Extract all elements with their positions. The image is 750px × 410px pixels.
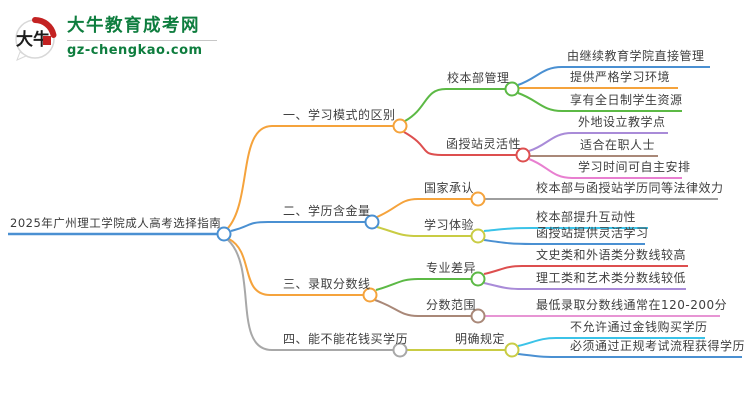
node-handle-b1-child2[interactable] <box>515 147 531 163</box>
connector-leaf-rule1 <box>517 337 705 347</box>
site-logo[interactable]: 大牛 大牛教育成考网 gz-chengkao.com <box>10 14 217 64</box>
connector-leaf-major1 <box>483 265 688 275</box>
root-node-label[interactable]: 2025年广州理工学院成人高考选择指南 <box>10 216 222 230</box>
node-handle-branch2[interactable] <box>364 214 380 230</box>
connector-b2-child1 <box>376 198 471 218</box>
connector-b2-child2 <box>376 226 471 237</box>
leaf-label[interactable]: 校本部与函授站学历同等法律效力 <box>536 181 724 195</box>
leaf-label[interactable]: 学习时间可自主安排 <box>578 160 691 174</box>
leaf-label[interactable]: 理工类和艺术类分数线较低 <box>536 271 687 285</box>
branch3-child2-label[interactable]: 分数范围 <box>426 298 477 312</box>
leaf-label[interactable]: 函授站提供灵活学习 <box>536 226 649 240</box>
leaf-label[interactable]: 校本部提升互动性 <box>536 210 637 224</box>
leaf-label[interactable]: 文史类和外语类分数线较高 <box>536 248 687 262</box>
connector-b3-child2 <box>374 299 471 317</box>
branch2-child2-label[interactable]: 学习体验 <box>424 218 475 232</box>
connector-leaf-flex3 <box>528 158 682 179</box>
node-handle-b3-child1[interactable] <box>470 271 486 287</box>
branch1-label[interactable]: 一、学习模式的区别 <box>283 108 396 122</box>
leaf-label[interactable]: 外地设立教学点 <box>578 115 666 129</box>
connector-branch3 <box>228 238 363 296</box>
connector-leaf-manage3 <box>517 92 682 112</box>
leaf-label[interactable]: 不允许通过金钱购买学历 <box>570 320 708 334</box>
connector-leaf-flex1 <box>528 132 668 152</box>
node-handle-branch4[interactable] <box>392 342 408 358</box>
connector-b1-child2 <box>403 131 516 156</box>
node-handle-b2-child2[interactable] <box>470 228 486 244</box>
site-name: 大牛教育成考网 <box>67 16 200 36</box>
branch4-label[interactable]: 四、能不能花钱买学历 <box>283 332 409 346</box>
branch1-child1-label[interactable]: 校本部管理 <box>447 71 510 85</box>
branch2-label[interactable]: 二、学历含金量 <box>283 204 371 218</box>
branch3-label[interactable]: 三、录取分数线 <box>283 277 371 291</box>
connector-leaf-major2 <box>483 282 686 290</box>
node-handle-root[interactable] <box>216 226 232 242</box>
leaf-label[interactable]: 由继续教育学院直接管理 <box>567 49 705 63</box>
connector-leaf-rule2 <box>517 353 742 358</box>
leaf-label[interactable]: 适合在职人士 <box>580 138 656 152</box>
leaf-label[interactable]: 享有全日制学生资源 <box>570 93 683 107</box>
leaf-label[interactable]: 最低录取分数线通常在120-200分 <box>536 298 728 312</box>
connector-branch2 <box>230 221 365 232</box>
node-handle-b2-child1[interactable] <box>470 191 486 207</box>
connector-leaf-manage1 <box>517 66 710 86</box>
node-handle-b3-child2[interactable] <box>470 308 486 324</box>
leaf-label[interactable]: 必须通过正规考试流程获得学历 <box>570 339 746 353</box>
logo-bull-icon-svg: 大牛 <box>15 17 57 61</box>
site-domain: gz-chengkao.com <box>67 43 203 58</box>
logo-bull-icon: 大牛 <box>10 14 60 64</box>
connector-b3-child1 <box>375 278 471 291</box>
connector-branch4 <box>227 239 393 351</box>
connector-branch1 <box>227 125 393 229</box>
connector-leaf-exp1 <box>483 227 648 232</box>
node-handle-branch1[interactable] <box>392 118 408 134</box>
node-handle-branch3[interactable] <box>362 287 378 303</box>
connector-b1-child1 <box>404 88 505 122</box>
logo-divider <box>67 40 217 41</box>
node-handle-b1-child1[interactable] <box>504 81 520 97</box>
branch1-child2-label[interactable]: 函授站灵活性 <box>446 137 522 151</box>
branch3-child1-label[interactable]: 专业差异 <box>426 261 477 275</box>
logo-icon-text: 大牛 <box>16 29 50 50</box>
leaf-label[interactable]: 提供严格学习环境 <box>570 70 671 84</box>
connector-leaf-exp2 <box>483 239 645 245</box>
branch2-child1-label[interactable]: 国家承认 <box>424 181 475 195</box>
node-handle-b4-child1[interactable] <box>504 342 520 358</box>
branch4-child1-label[interactable]: 明确规定 <box>455 332 506 346</box>
